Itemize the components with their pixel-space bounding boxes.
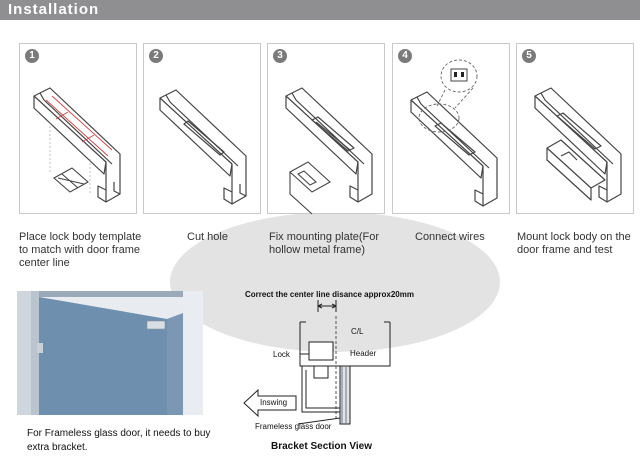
- photo-caption: For Frameless glass door, it needs to bu…: [27, 427, 210, 455]
- step-2-drawing: [159, 89, 247, 205]
- step-number-badge: 4: [398, 49, 412, 63]
- bracket-note: Correct the center line disance approx20…: [245, 290, 414, 299]
- step-4-panel: 4: [392, 43, 510, 214]
- step-2-panel: 2: [143, 43, 261, 214]
- header-label: Header: [350, 349, 377, 358]
- caption-line: Place lock body template: [19, 231, 142, 243]
- lock-label: Lock: [273, 350, 290, 359]
- caption-line: to match with door frame: [19, 244, 141, 256]
- step-3-caption: Fix mounting plate(For hollow metal fram…: [269, 231, 379, 257]
- caption-line: Connect wires: [415, 231, 485, 243]
- step-number-badge: 3: [273, 49, 287, 63]
- caption-line: hollow metal frame): [269, 244, 365, 256]
- step-4-caption: Connect wires: [415, 231, 485, 244]
- cl-label: C/L: [351, 327, 364, 336]
- step-5-drawing: [534, 87, 622, 203]
- caption-line: extra bracket.: [27, 442, 88, 453]
- page-title: Installation: [8, 1, 100, 18]
- step-1-panel: 1: [19, 43, 137, 214]
- step-3-drawing: [285, 87, 373, 215]
- glass-door-label: Frameless glass door: [255, 422, 332, 431]
- step-5-panel: 5: [516, 43, 634, 214]
- caption-line: door frame and test: [517, 244, 613, 256]
- caption-line: For Frameless glass door, it needs to bu…: [27, 428, 211, 439]
- caption-line: Fix mounting plate(For: [269, 231, 380, 243]
- step-number-badge: 1: [25, 49, 39, 63]
- step-1-caption: Place lock body template to match with d…: [19, 231, 141, 270]
- step-5-caption: Mount lock body on the door frame and te…: [517, 231, 631, 257]
- glass-door-illustration: [17, 291, 203, 415]
- step-4-drawing: [410, 59, 498, 207]
- glass-door-photo: [17, 291, 203, 415]
- step-2-caption: Cut hole: [187, 231, 228, 244]
- caption-line: Mount lock body on the: [517, 231, 631, 243]
- step-3-panel: 3: [267, 43, 385, 215]
- step-1-drawing: [33, 87, 121, 203]
- caption-line: center line: [19, 257, 70, 269]
- step-number-badge: 2: [149, 49, 163, 63]
- caption-line: Cut hole: [187, 231, 228, 243]
- step-number-badge: 5: [522, 49, 536, 63]
- inswing-label: Inswing: [260, 398, 288, 407]
- bracket-title: Bracket Section View: [271, 441, 372, 452]
- header-bar: Installation: [0, 0, 640, 20]
